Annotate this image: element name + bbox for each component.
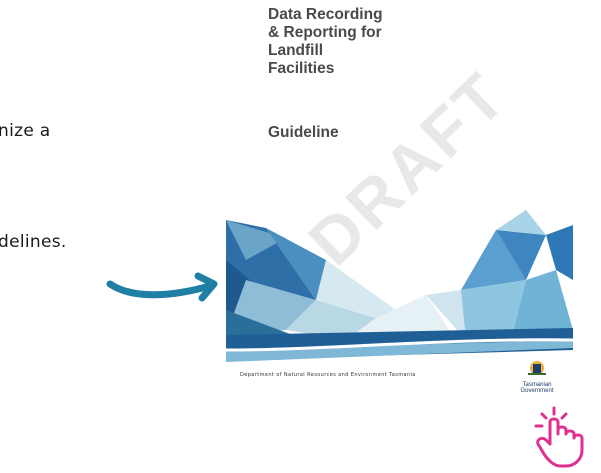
title-line: Facilities — [268, 60, 335, 77]
tasmanian-coat-of-arms-icon — [528, 361, 546, 375]
government-name: Tasmanian Government — [512, 382, 562, 394]
gov-name-line: Government — [520, 388, 554, 394]
guideline-document-cover[interactable]: Data Recording & Reporting for Landfill … — [226, 0, 573, 400]
hand-pointer-icon — [534, 406, 584, 468]
gov-name-line: Tasmanian — [522, 382, 552, 388]
title-line: & Reporting for — [268, 24, 382, 41]
curved-arrow-icon — [106, 272, 218, 302]
tasmanian-government-logo: Tasmanian Government — [512, 358, 562, 394]
title-line: Data Recording — [268, 6, 383, 23]
body-text-line-1: nize a — [0, 121, 51, 141]
document-subtitle: Guideline — [268, 124, 339, 141]
geometric-landscape-graphic — [226, 210, 573, 362]
body-text-line-2: delines. — [0, 232, 67, 252]
document-title: Data Recording & Reporting for Landfill … — [268, 6, 468, 78]
title-line: Landfill — [268, 42, 324, 59]
department-name: Department of Natural Resources and Envi… — [240, 372, 416, 378]
